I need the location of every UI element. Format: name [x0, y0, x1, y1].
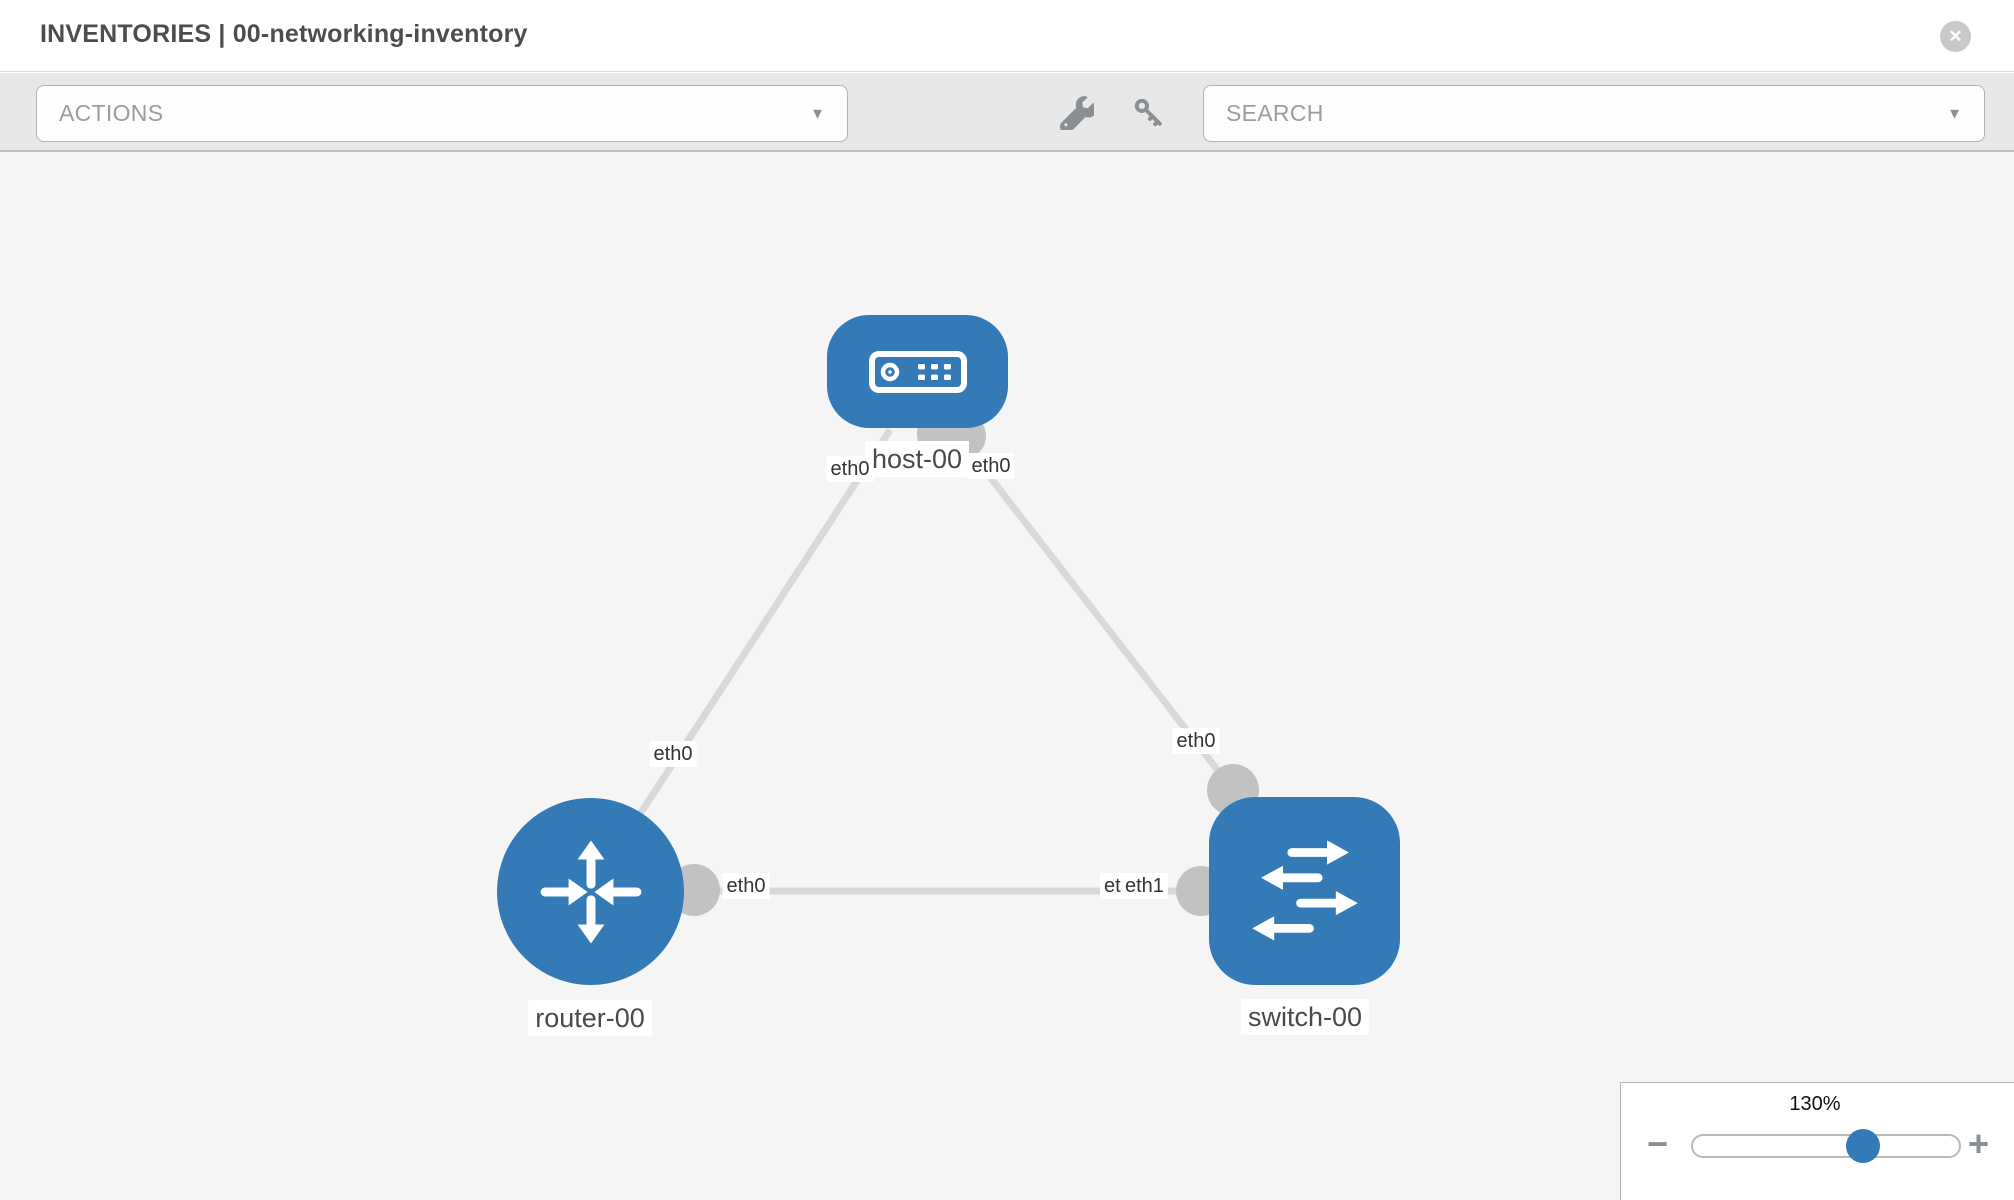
actions-dropdown-label: ACTIONS [59, 100, 164, 126]
wrench-icon[interactable] [1060, 95, 1094, 130]
if-label-switch-eth1: eth1 [1121, 873, 1168, 899]
node-label-switch: switch-00 [1240, 999, 1370, 1035]
chevron-down-icon: ▼ [1947, 105, 1962, 122]
header: INVENTORIES | 00-networking-inventory ✕ [0, 0, 2014, 72]
if-label-host-eth0-left: eth0 [826, 456, 874, 482]
if-label-router-eth0-right: eth0 [722, 873, 770, 899]
search-dropdown[interactable]: SEARCH ▼ [1203, 85, 1985, 142]
page-title: INVENTORIES | 00-networking-inventory [40, 20, 528, 48]
zoom-out-button[interactable]: − [1647, 1123, 1669, 1164]
node-router-00[interactable] [497, 798, 684, 985]
toolbar-tools [1060, 73, 1166, 152]
topology-links-layer [587, 411, 1259, 916]
chevron-down-icon: ▼ [810, 105, 825, 122]
switch-icon [1251, 840, 1358, 941]
zoom-slider-thumb[interactable] [1846, 1129, 1881, 1163]
key-icon[interactable] [1132, 96, 1166, 130]
toolbar: ACTIONS ▼ SEARCH ▼ [0, 73, 2014, 152]
close-button[interactable]: ✕ [1940, 21, 1971, 52]
node-label-router: router-00 [528, 1000, 652, 1036]
actions-dropdown[interactable]: ACTIONS ▼ [36, 85, 848, 142]
if-label-switch-eth0-up: eth0 [1172, 728, 1220, 754]
zoom-in-button[interactable]: + [1968, 1123, 1990, 1164]
node-host-00[interactable] [827, 315, 1008, 428]
if-label-host-eth0-right: eth0 [967, 453, 1015, 479]
if-label-router-eth0-up: eth0 [649, 741, 697, 767]
search-placeholder: SEARCH [1226, 100, 1324, 126]
node-switch-00[interactable] [1209, 797, 1400, 985]
zoom-panel: 130% − + [1620, 1082, 2014, 1200]
host-icon [868, 350, 967, 393]
zoom-value: 130% [1789, 1093, 1841, 1115]
topology-canvas[interactable]: host-00 router-00 switch-00 eth0 eth0 et… [0, 152, 2014, 1200]
node-label-host: host-00 [864, 441, 970, 477]
close-icon: ✕ [1948, 27, 1963, 46]
zoom-slider[interactable] [1691, 1129, 1961, 1163]
router-icon [540, 839, 641, 944]
